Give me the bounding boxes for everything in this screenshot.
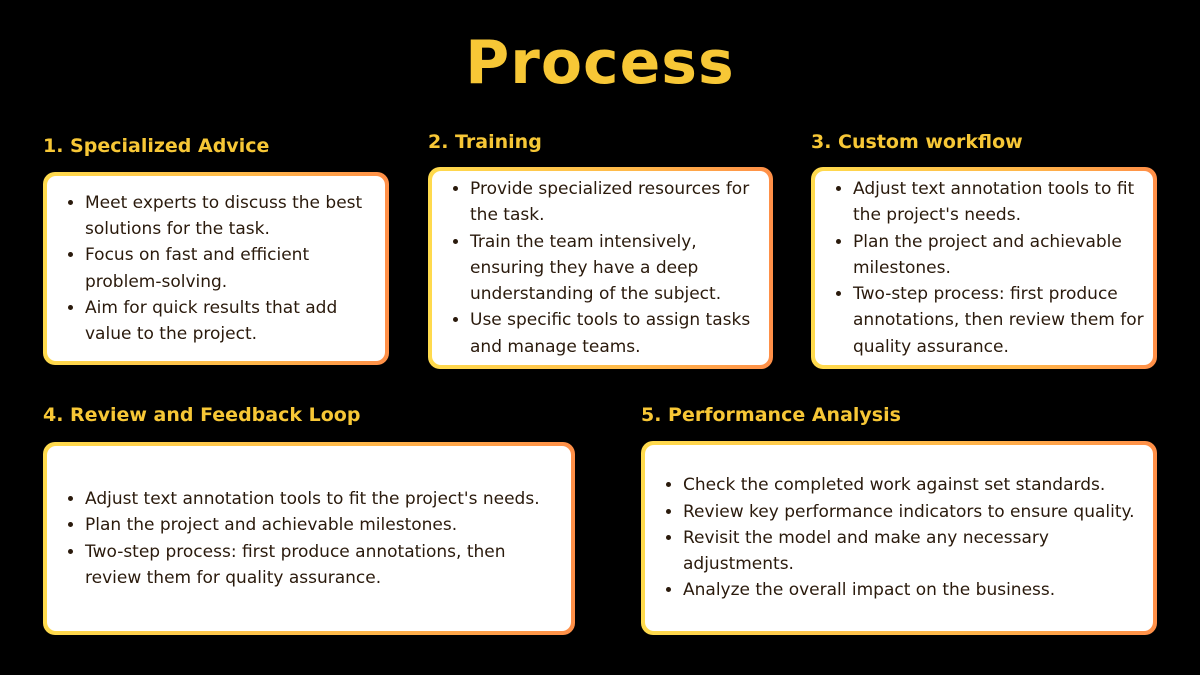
- section-1-card: Meet experts to discuss the best solutio…: [43, 172, 389, 365]
- list-item: Train the team intensively, ensuring the…: [470, 229, 761, 308]
- list-item: Meet experts to discuss the best solutio…: [85, 190, 377, 243]
- list-item: Check the completed work against set sta…: [683, 472, 1145, 498]
- section-2-card: Provide specialized resources for the ta…: [428, 167, 773, 369]
- section-3-heading: 3. Custom workflow: [811, 131, 1023, 153]
- list-item: Focus on fast and efficient problem-solv…: [85, 242, 377, 295]
- list-item: Two-step process: first produce annotati…: [85, 539, 551, 592]
- section-5-heading: 5. Performance Analysis: [641, 404, 901, 426]
- page-title: Process: [465, 28, 735, 98]
- list-item: Provide specialized resources for the ta…: [470, 176, 761, 229]
- list-item: Adjust text annotation tools to fit the …: [85, 486, 551, 512]
- section-4-heading: 4. Review and Feedback Loop: [43, 404, 361, 426]
- list-item: Two-step process: first produce annotati…: [853, 281, 1145, 360]
- section-1-heading: 1. Specialized Advice: [43, 135, 270, 157]
- list-item: Revisit the model and make any necessary…: [683, 525, 1145, 578]
- section-4-card: Adjust text annotation tools to fit the …: [43, 442, 575, 635]
- list-item: Use specific tools to assign tasks and m…: [470, 307, 761, 360]
- section-3-card: Adjust text annotation tools to fit the …: [811, 167, 1157, 369]
- list-item: Plan the project and achievable mileston…: [85, 512, 551, 538]
- section-5-card: Check the completed work against set sta…: [641, 441, 1157, 635]
- list-item: Plan the project and achievable mileston…: [853, 229, 1145, 282]
- list-item: Analyze the overall impact on the busine…: [683, 577, 1145, 603]
- list-item: Review key performance indicators to ens…: [683, 499, 1145, 525]
- section-2-heading: 2. Training: [428, 131, 542, 153]
- list-item: Adjust text annotation tools to fit the …: [853, 176, 1145, 229]
- list-item: Aim for quick results that add value to …: [85, 295, 377, 348]
